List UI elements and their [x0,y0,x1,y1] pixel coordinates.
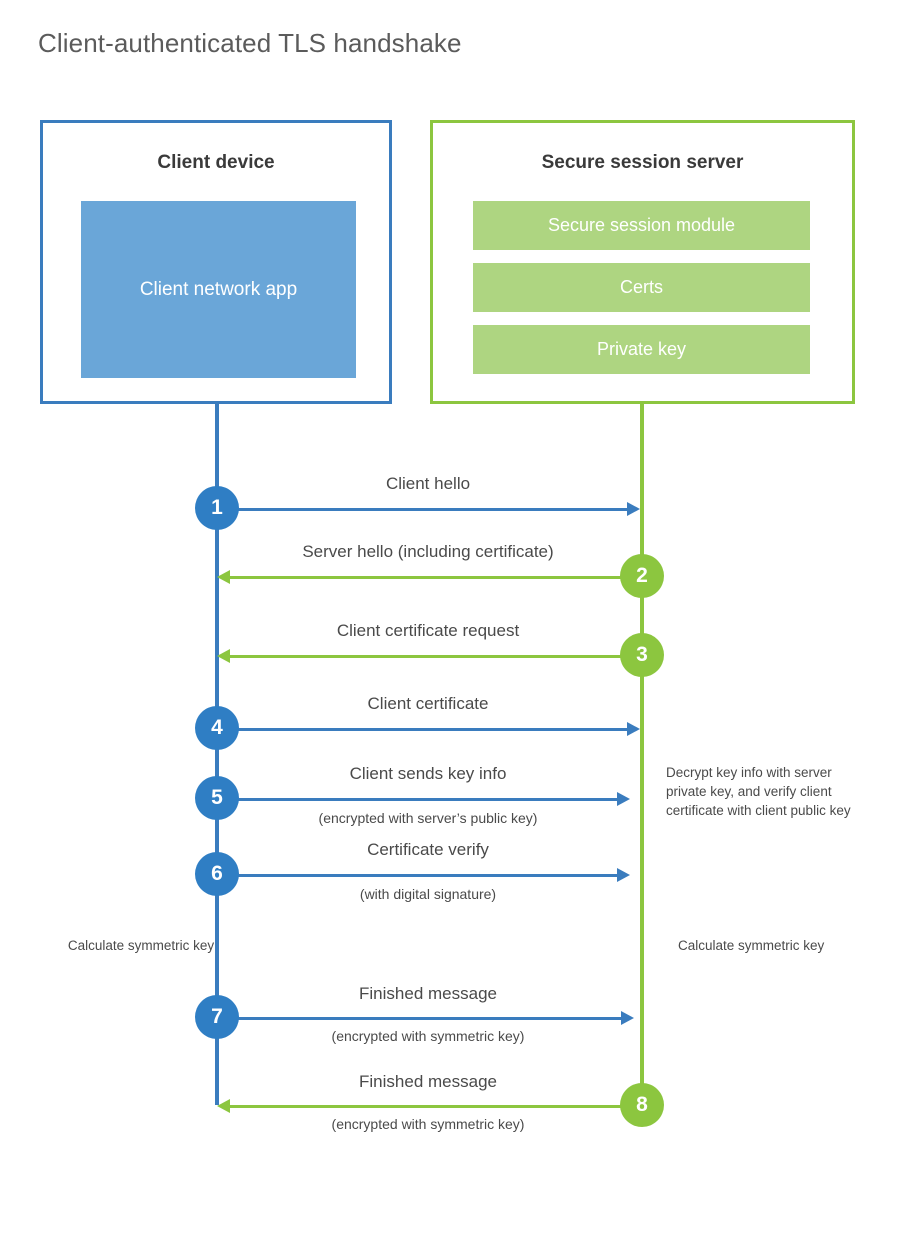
arrow-head-icon [217,649,230,663]
step-number-3[interactable]: 3 [620,633,664,677]
step-arrow-6 [217,874,617,877]
step-arrow-7 [217,1017,621,1020]
arrow-head-icon [627,722,640,736]
server-component-private-key: Private key [473,325,810,374]
server-component-secure-session-module: Secure session module [473,201,810,250]
step-number-8[interactable]: 8 [620,1083,664,1127]
step-sublabel-8: (encrypted with symmetric key) [331,1116,525,1132]
arrow-head-icon [617,792,630,806]
step-sublabel-7: (encrypted with symmetric key) [331,1028,525,1044]
client-network-app-block: Client network app [81,201,356,378]
step-label-1: Client hello [385,474,471,493]
step-label-6: Certificate verify [367,840,489,859]
step-label-3: Client certificate request [336,621,520,640]
arrow-head-icon [627,502,640,516]
step-number-7[interactable]: 7 [195,995,239,1039]
step-arrow-2 [230,576,642,579]
step-label-4: Client certificate [367,694,489,713]
step-label-5: Client sends key info [349,764,507,783]
step-arrow-4 [217,728,627,731]
step-sublabel-6: (with digital signature) [359,886,497,902]
arrow-head-icon [217,570,230,584]
client-lifeline [215,404,219,1105]
step-number-2[interactable]: 2 [620,554,664,598]
arrow-head-icon [617,868,630,882]
step-number-4[interactable]: 4 [195,706,239,750]
client-calculate-symmetric-key-annotation: Calculate symmetric key [67,938,215,953]
client-device-box: Client device Client network app [40,120,392,404]
step-number-6[interactable]: 6 [195,852,239,896]
client-device-title: Client device [157,152,275,173]
secure-session-server-title: Secure session server [541,152,744,173]
step-number-5[interactable]: 5 [195,776,239,820]
secure-session-server-box: Secure session server Secure session mod… [430,120,855,404]
step-sublabel-5: (encrypted with server’s public key) [318,810,538,826]
server-component-certs: Certs [473,263,810,312]
server-lifeline [640,404,644,1105]
step-arrow-3 [230,655,642,658]
page-title: Client-authenticated TLS handshake [38,28,462,58]
arrow-head-icon [217,1099,230,1113]
step-arrow-5 [217,798,617,801]
step-label-2: Server hello (including certificate) [302,542,554,561]
step-label-7: Finished message [359,984,497,1003]
step-arrow-1 [217,508,627,511]
step-number-1[interactable]: 1 [195,486,239,530]
server-decrypt-annotation: Decrypt key info with server private key… [666,765,851,819]
arrow-head-icon [621,1011,634,1025]
step-label-8: Finished message [359,1072,497,1091]
server-calculate-symmetric-key-annotation: Calculate symmetric key [678,938,825,953]
step-arrow-8 [230,1105,642,1108]
